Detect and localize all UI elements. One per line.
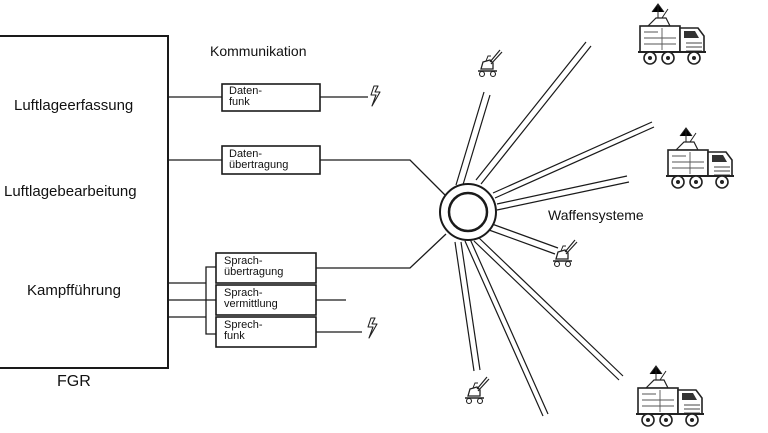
box-sprachvermittlung [215, 284, 317, 316]
weapon-truck-icon [637, 3, 707, 65]
box-sprachuebertragung [215, 252, 317, 284]
fgr-item-luftlageerfassung: Luftlageerfassung [14, 97, 134, 114]
anti-aircraft-gun-icon [477, 49, 503, 78]
fgr-item-kampffuehrung: Kampfführung [27, 282, 121, 299]
weapon-truck-icon [665, 127, 735, 189]
kommunikation-heading: Kommunikation [210, 43, 307, 59]
hub-links [454, 41, 655, 417]
line-datenuebertragung-hub [320, 159, 447, 197]
line-sprachuebertragung-hub [316, 233, 447, 269]
box-datenuebertragung-text: Daten- übertragung [229, 149, 288, 171]
fgr-item-luftlagebearbeitung: Luftlagebearbeitung [4, 183, 137, 200]
box-line: funk [224, 330, 245, 342]
box-datenuebertragung [221, 145, 321, 175]
box-line: übertragung [229, 159, 289, 171]
box-datenfunk-text: Daten- funk [229, 86, 262, 108]
lightning-icon [367, 317, 378, 339]
connector-kampffuehrung [168, 266, 216, 335]
fgr-box [0, 35, 169, 369]
anti-aircraft-gun-icon [552, 239, 578, 268]
box-datenfunk [221, 83, 321, 112]
fgr-title: FGR [57, 373, 91, 390]
anti-aircraft-gun-icon [464, 376, 490, 405]
box-sprachuebertragung-text: Sprach- übertragung [224, 256, 283, 278]
box-line: Sprech- [224, 319, 263, 331]
box-sprechfunk [215, 316, 317, 348]
box-line: übertragung [224, 266, 284, 278]
box-sprachvermittlung-text: Sprach- vermittlung [224, 288, 278, 310]
box-line: Sprach- [224, 287, 263, 299]
box-line: vermittlung [224, 298, 278, 310]
weapon-truck-icon [635, 365, 705, 427]
box-sprechfunk-text: Sprech- funk [224, 320, 263, 342]
box-line: Daten- [229, 85, 263, 97]
box-line: Sprach- [224, 255, 263, 267]
box-line: funk [229, 96, 250, 108]
box-line: Daten- [229, 148, 263, 160]
waffensysteme-label: Waffensysteme [548, 207, 644, 223]
lightning-icon [370, 85, 381, 107]
